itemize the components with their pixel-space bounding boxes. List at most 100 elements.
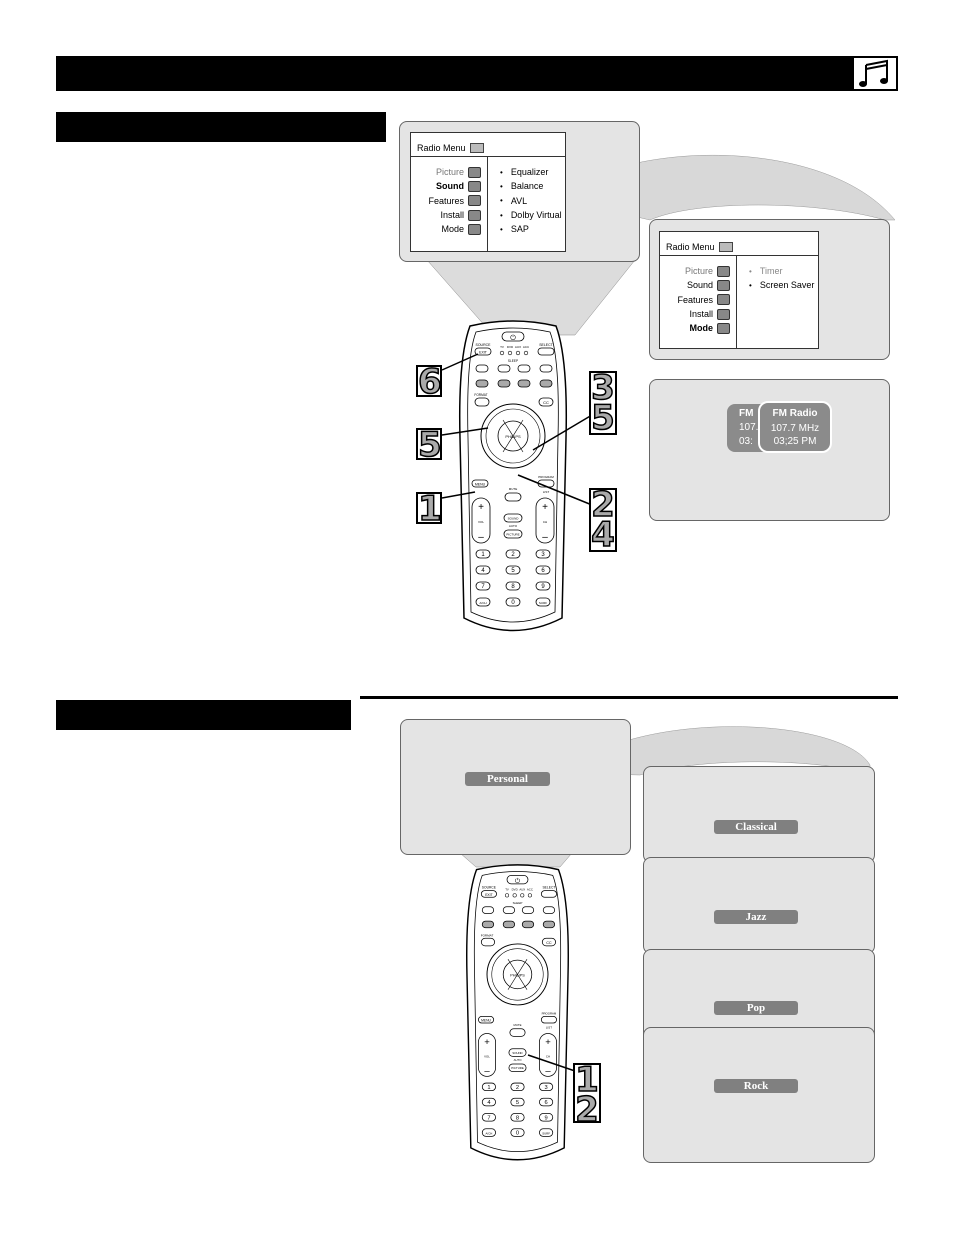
favorite-button[interactable] (481, 906, 495, 914)
transport-button[interactable] (502, 920, 516, 929)
volume-rocker[interactable] (478, 1033, 496, 1077)
cc-button[interactable] (541, 937, 556, 947)
select-button[interactable] (540, 890, 557, 898)
key-9[interactable] (535, 581, 551, 591)
mute-button[interactable] (504, 492, 522, 502)
sound-button[interactable] (508, 1048, 527, 1057)
key-0[interactable] (505, 597, 521, 607)
key-label: 1 (487, 1085, 490, 1091)
key-6[interactable] (535, 565, 551, 575)
menu-item-sound[interactable]: Sound (411, 179, 487, 193)
menu-item-mode[interactable]: Mode (660, 321, 736, 335)
key-6[interactable] (539, 1097, 554, 1107)
key-1[interactable] (481, 1082, 496, 1092)
menu-item-install[interactable]: Install (411, 208, 487, 222)
key-7[interactable] (475, 581, 491, 591)
ok-button[interactable] (540, 1015, 557, 1024)
key-a-ch[interactable] (481, 1128, 496, 1137)
submenu-item-balance[interactable]: •Balance (500, 179, 562, 193)
submenu-item-sap[interactable]: •SAP (500, 222, 562, 236)
submenu-item-avl[interactable]: •AVL (500, 194, 562, 208)
picture-button[interactable] (503, 529, 523, 539)
cc-button[interactable] (538, 397, 554, 407)
sound-label: SOUND (512, 1051, 522, 1055)
clock-button[interactable] (521, 906, 535, 914)
exit-button[interactable] (474, 347, 492, 356)
menu-item-features[interactable]: Features (660, 293, 736, 307)
key-4[interactable] (481, 1097, 496, 1107)
menu-item-label: Install (689, 309, 713, 320)
key-3[interactable] (535, 549, 551, 559)
power-button[interactable] (501, 331, 525, 342)
key-5[interactable] (505, 565, 521, 575)
sound-button[interactable] (503, 513, 523, 523)
transport-button[interactable] (542, 920, 556, 929)
ch-label: CH (546, 1054, 550, 1058)
menu-button[interactable] (478, 1015, 495, 1024)
menu-item-picture[interactable]: Picture (660, 264, 736, 278)
submenu-item-screen-saver[interactable]: •Screen Saver (749, 278, 814, 292)
key-surf[interactable] (539, 1128, 554, 1137)
device-label: AUX (519, 888, 525, 892)
transport-button[interactable] (497, 379, 511, 388)
device-led (520, 893, 525, 898)
transport-button[interactable] (481, 920, 495, 929)
key-8[interactable] (505, 581, 521, 591)
key-0[interactable] (510, 1128, 525, 1137)
menu-button[interactable] (471, 479, 489, 488)
key-4[interactable] (475, 565, 491, 575)
submenu-item-label: AVL (510, 195, 528, 206)
key-surf[interactable] (535, 597, 551, 607)
menu-item-mode[interactable]: Mode (411, 222, 487, 236)
submenu-item-label: Balance (510, 181, 544, 192)
format-button[interactable] (474, 397, 490, 407)
menu-item-install[interactable]: Install (660, 307, 736, 321)
key-3[interactable] (539, 1082, 554, 1092)
favorite-button[interactable] (475, 364, 489, 373)
menu-item-picture[interactable]: Picture (411, 165, 487, 179)
menu-item-label: Mode (689, 323, 714, 334)
key-label: SURF (539, 601, 547, 605)
sleep-button[interactable] (497, 364, 511, 373)
preset-rock-badge: Rock (714, 1079, 798, 1093)
key-9[interactable] (539, 1113, 554, 1122)
key-8[interactable] (510, 1113, 525, 1122)
sleep-button[interactable] (502, 906, 516, 914)
key-5[interactable] (510, 1097, 525, 1107)
mute-button[interactable] (509, 1028, 526, 1037)
key-1[interactable] (475, 549, 491, 559)
key-label: 6 (544, 1100, 547, 1106)
channel-rocker[interactable] (539, 1033, 557, 1077)
transport-button[interactable] (517, 379, 531, 388)
key-2[interactable] (505, 549, 521, 559)
key-7[interactable] (481, 1113, 496, 1122)
submenu-item-equalizer[interactable]: •Equalizer (500, 165, 562, 179)
menu-item-sound[interactable]: Sound (660, 278, 736, 292)
picture-button[interactable] (508, 1063, 527, 1073)
submenu-item-timer[interactable]: •Timer (749, 264, 814, 278)
key-label: 7 (481, 584, 485, 590)
format-button[interactable] (480, 937, 496, 947)
format-label: FORMAT (481, 933, 494, 937)
key-2[interactable] (510, 1082, 525, 1092)
music-note-icon (852, 56, 898, 91)
vol-minus-icon: – (478, 532, 484, 543)
volume-rocker[interactable] (471, 497, 491, 544)
transport-button[interactable] (521, 920, 535, 929)
fm-old-title: FM (739, 408, 754, 419)
transport-button[interactable] (539, 379, 553, 388)
swap-button[interactable] (542, 906, 556, 914)
select-button[interactable] (537, 347, 555, 356)
channel-rocker[interactable] (535, 497, 555, 544)
swap-button[interactable] (539, 364, 553, 373)
key-a-ch[interactable] (475, 597, 491, 607)
power-button[interactable] (506, 874, 529, 885)
submenu-item-dolby-virtual[interactable]: •Dolby Virtual (500, 208, 562, 222)
clock-button[interactable] (517, 364, 531, 373)
transport-button[interactable] (475, 379, 489, 388)
exit-button[interactable] (480, 890, 497, 898)
menu-item-features[interactable]: Features (411, 194, 487, 208)
